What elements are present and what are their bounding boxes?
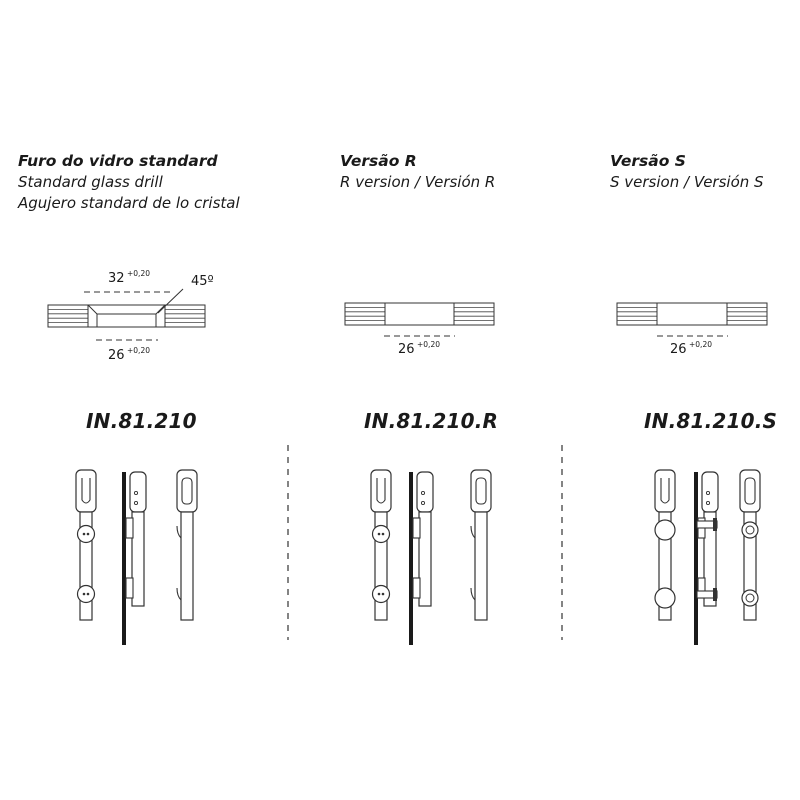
handle-side-s (693, 471, 719, 646)
handle-side-r (408, 471, 434, 646)
handle-front-standard (75, 469, 97, 621)
dim-bottom-value-s: 26 (670, 342, 687, 357)
heading-r-version: Versão R R version / Versión R (340, 151, 495, 193)
handle-back-r (470, 469, 492, 621)
heading-s-version: Versão S S version / Versión S (610, 151, 764, 193)
dim-bottom-tolerance-s: +0,20 (689, 340, 712, 349)
handle-side-standard (121, 471, 147, 646)
model-code-s: IN.81.210.S (644, 409, 778, 433)
drill-section-standard: 32 +0,20 45º 26 +0,20 (47, 269, 214, 363)
dim-top-value: 32 (108, 271, 125, 286)
handle-front-r (370, 469, 392, 621)
handle-front-s (654, 469, 676, 621)
heading-standard-subtitle-es: Agujero standard de lo cristal (18, 194, 240, 212)
handle-back-s (739, 469, 761, 621)
heading-r-title: Versão R (340, 152, 417, 170)
angle-label: 45º (191, 274, 214, 289)
dim-bottom-tolerance-standard: +0,20 (127, 346, 150, 355)
model-code-r: IN.81.210.R (364, 409, 499, 433)
heading-standard-subtitle-en: Standard glass drill (18, 173, 163, 191)
dim-bottom-tolerance-r: +0,20 (417, 340, 440, 349)
handle-back-standard (176, 469, 198, 621)
drill-section-r: 26 +0,20 (344, 302, 495, 357)
heading-s-subtitle: S version / Versión S (610, 173, 764, 191)
dim-bottom-value-r: 26 (398, 342, 415, 357)
heading-standard: Furo do vidro standard Standard glass dr… (18, 151, 240, 214)
dim-bottom-value-standard: 26 (108, 348, 125, 363)
heading-r-subtitle: R version / Versión R (340, 173, 496, 191)
model-code-standard: IN.81.210 (86, 409, 197, 433)
heading-standard-title: Furo do vidro standard (18, 152, 218, 170)
drill-section-s: 26 +0,20 (616, 302, 768, 357)
dim-top-tolerance: +0,20 (127, 269, 150, 278)
heading-s-title: Versão S (610, 152, 686, 170)
